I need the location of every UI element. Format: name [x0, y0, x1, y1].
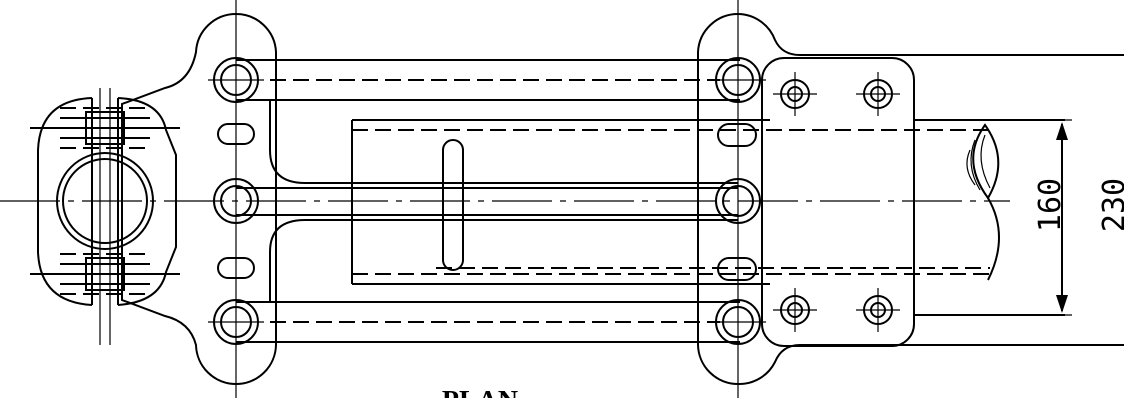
right-slot-bottom — [717, 257, 757, 281]
base-plate — [761, 57, 915, 347]
right-slot-top — [717, 123, 757, 147]
anchor-bolts — [773, 72, 900, 332]
dim-160-label: 160 — [1033, 178, 1068, 232]
left-bracket-plate — [121, 12, 277, 386]
hidden-channel — [351, 119, 990, 285]
stiffener-slot — [442, 139, 464, 271]
view-title: PLAN — [442, 386, 518, 398]
dim-230-label: 230 — [1097, 178, 1124, 232]
pipe-clamp — [30, 88, 180, 345]
central-web — [236, 100, 738, 302]
rail-bars — [236, 59, 740, 343]
dimension-230 — [1100, 54, 1124, 346]
pipe-end — [914, 119, 1065, 316]
dimension-160 — [1040, 119, 1072, 316]
center-lines — [0, 0, 1010, 398]
right-bracket-plate — [697, 12, 1124, 386]
